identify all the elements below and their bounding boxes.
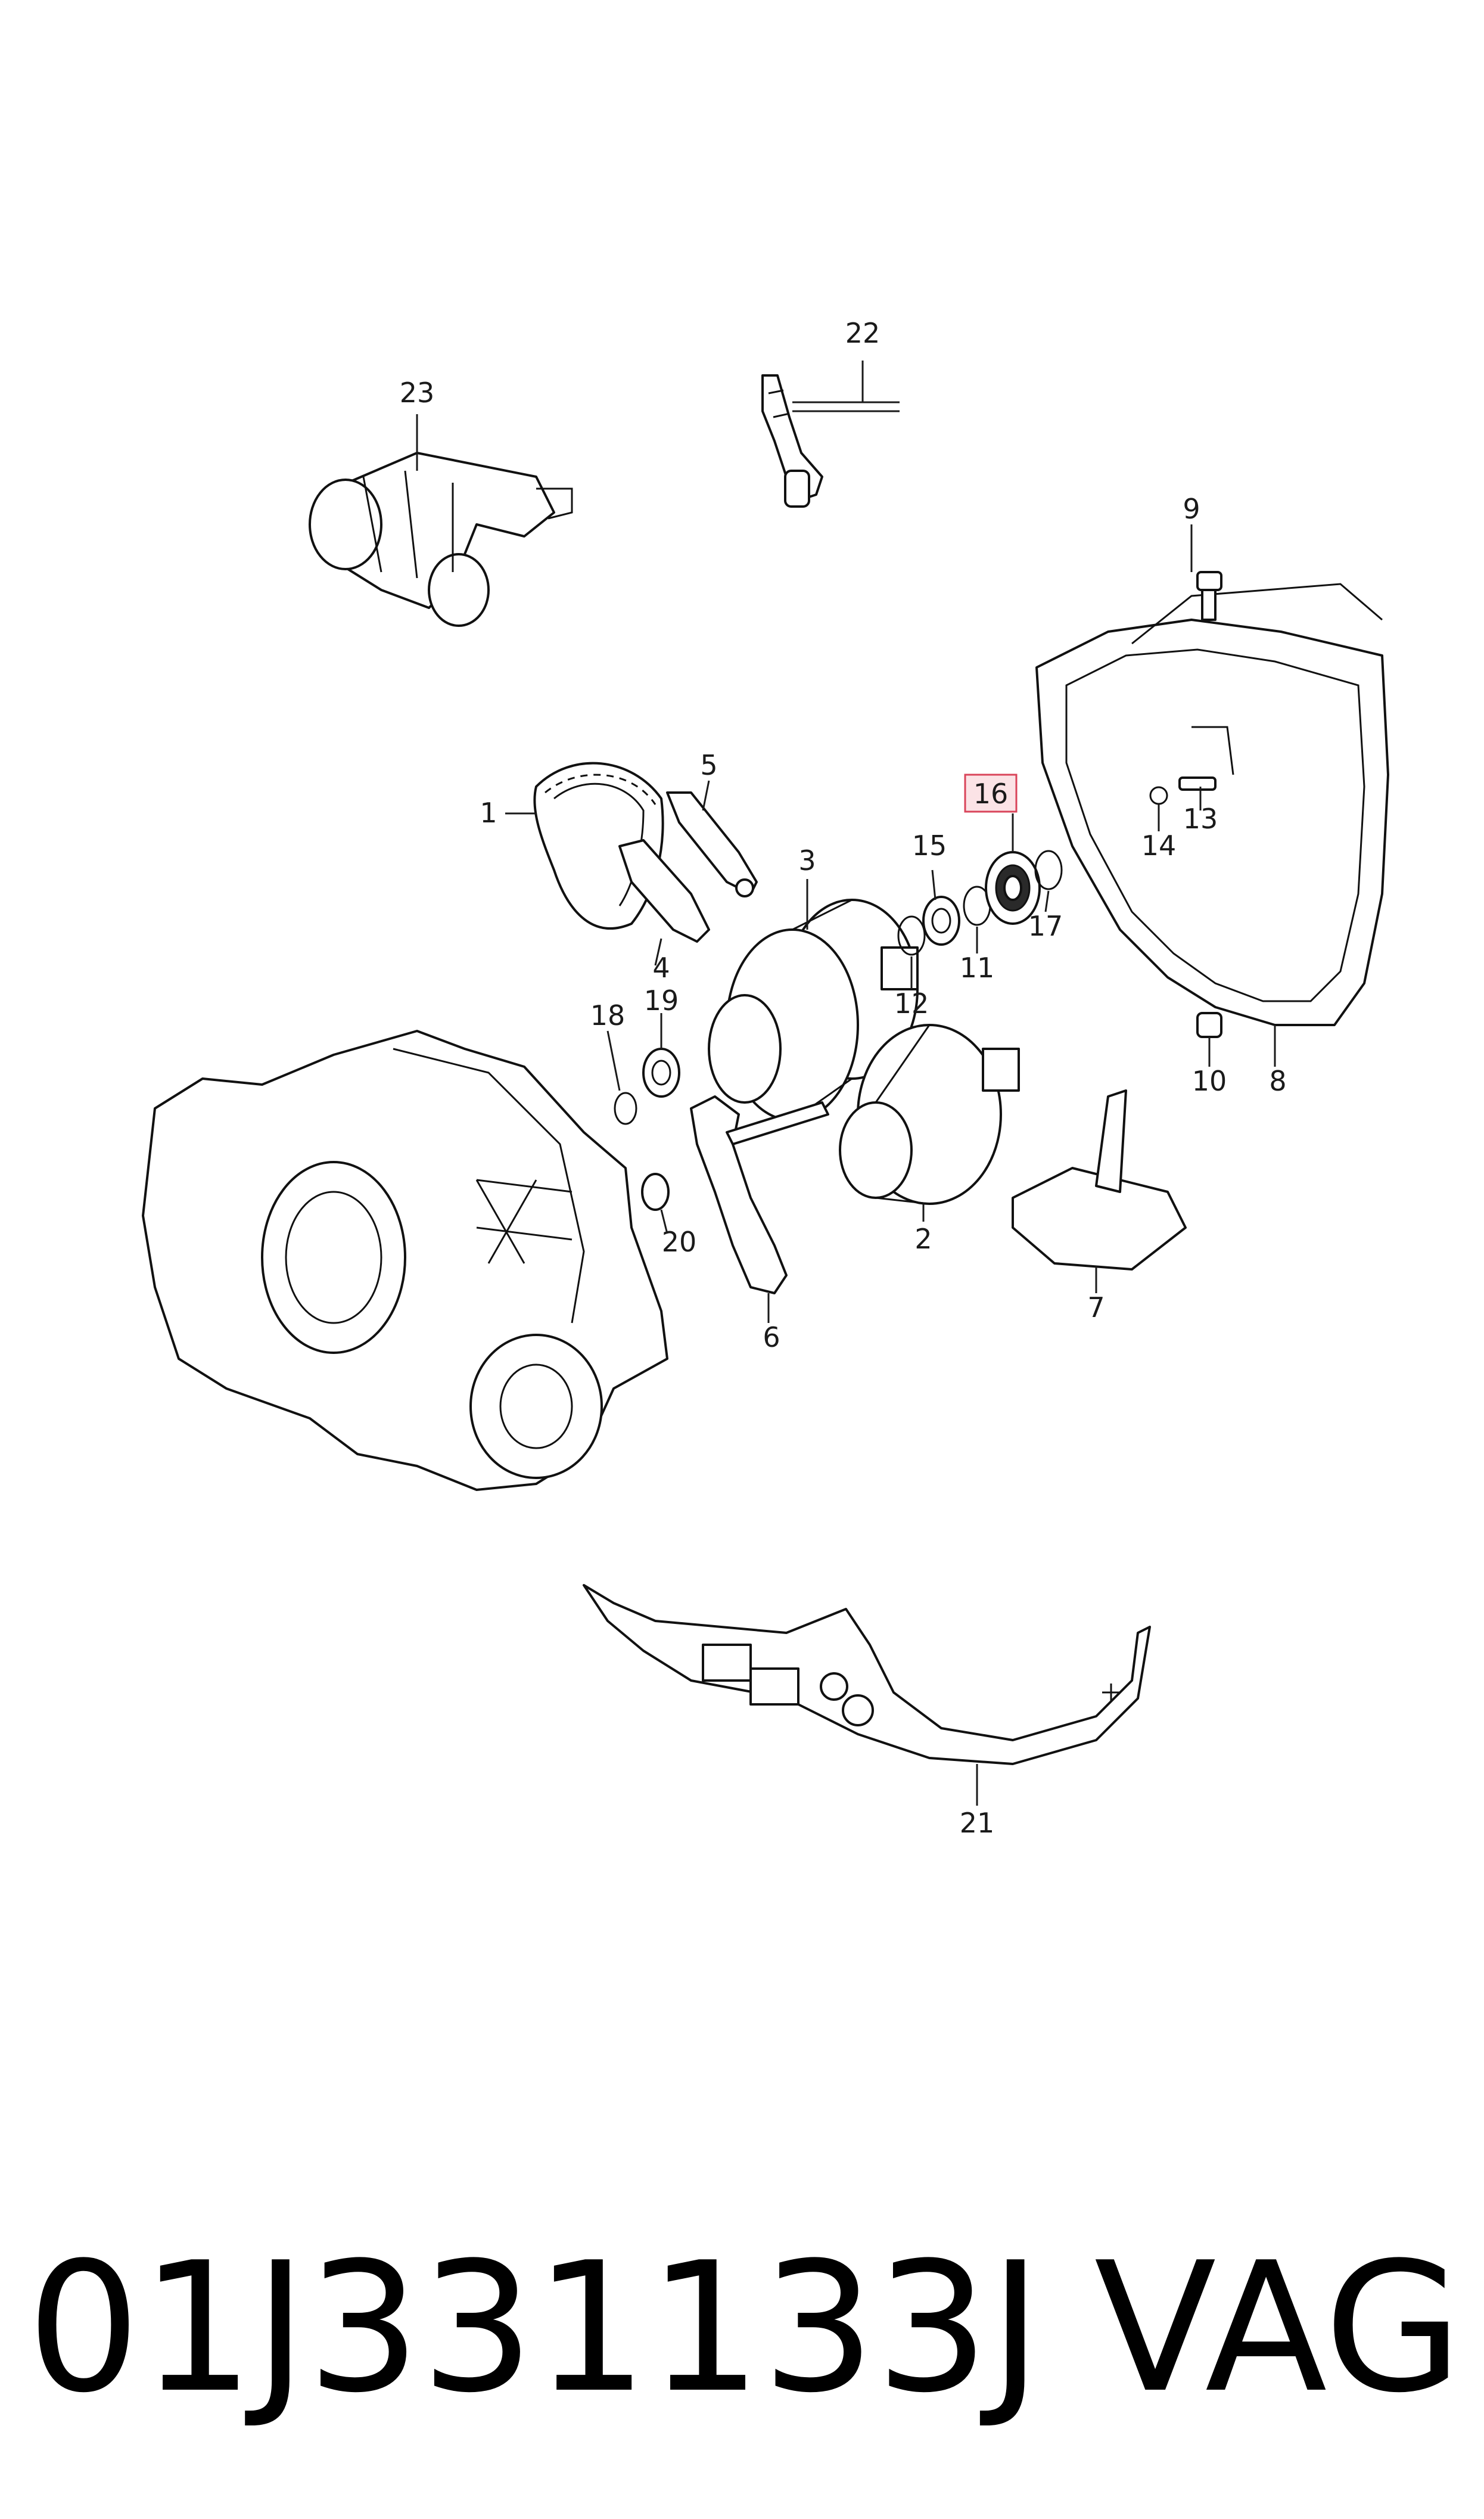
callout-15[interactable]: 15 — [912, 830, 947, 862]
part-12-ring-drawing — [897, 915, 926, 956]
part-20-seal-drawing — [641, 1173, 670, 1211]
callout-21[interactable]: 21 — [960, 1807, 995, 1839]
part-21-shield-drawing — [583, 1584, 1151, 1765]
part-10-bolt-drawing — [1196, 1012, 1222, 1038]
part-15-bearing-drawing — [922, 896, 960, 946]
part-16-bearing-drawing — [985, 851, 1041, 925]
part-9-bolt-drawing — [1196, 571, 1222, 621]
part-8-cover-drawing — [1035, 583, 1389, 1026]
callout-20[interactable]: 20 — [662, 1226, 697, 1258]
part-19-bearing-drawing — [642, 1048, 680, 1098]
footer: 01J331133J VAG — [27, 2224, 1463, 2432]
callout-19[interactable]: 19 — [644, 984, 679, 1017]
part-6-lever-drawing — [690, 1095, 829, 1294]
callout-6[interactable]: 6 — [763, 1321, 780, 1353]
part-4-guide-drawing — [618, 839, 710, 943]
callout-22[interactable]: 22 — [845, 317, 881, 349]
gearbox-housing-drawing — [142, 1030, 668, 1491]
callout-17[interactable]: 17 — [1028, 910, 1063, 942]
part-14-washer-drawing — [1149, 786, 1168, 805]
part-18-ring-drawing — [614, 1092, 637, 1125]
callout-13[interactable]: 13 — [1183, 803, 1218, 835]
callout-3[interactable]: 3 — [798, 844, 816, 877]
leader-lines — [416, 361, 1276, 1806]
callout-11[interactable]: 11 — [960, 952, 995, 984]
callout-16[interactable]: 16 — [973, 778, 1009, 810]
callout-18[interactable]: 18 — [590, 999, 626, 1032]
brand-name: VAG — [1094, 2224, 1463, 2432]
callout-5[interactable]: 5 — [700, 749, 717, 781]
callout-14[interactable]: 14 — [1141, 830, 1177, 862]
part-3-pulley-drawing — [708, 899, 919, 1122]
part-22-sensor-drawing — [761, 374, 823, 508]
callout-12[interactable]: 12 — [894, 987, 929, 1020]
part-5-tensioner-drawing — [666, 791, 758, 897]
part-number: 01J331133J — [27, 2224, 1042, 2432]
part-23-bracket-drawing — [309, 452, 573, 627]
callout-9[interactable]: 9 — [1183, 493, 1200, 525]
part-13-bolt-drawing — [1178, 776, 1217, 791]
callout-labels: 23 22 9 1 5 4 3 15 12 11 16 17 14 13 10 … — [400, 317, 1287, 1839]
callout-7[interactable]: 7 — [1087, 1291, 1105, 1324]
callout-16-highlight — [964, 774, 1018, 813]
callout-10[interactable]: 10 — [1192, 1065, 1227, 1097]
callout-4[interactable]: 4 — [652, 952, 670, 984]
part-1-chain-drawing — [533, 762, 664, 930]
part-17-ring-drawing — [1034, 850, 1063, 890]
part-2-pulley-drawing — [839, 1024, 1020, 1205]
callout-2[interactable]: 2 — [914, 1223, 932, 1255]
callout-8[interactable]: 8 — [1269, 1065, 1286, 1097]
callout-23[interactable]: 23 — [400, 377, 435, 409]
part-7-filter-drawing — [1012, 1089, 1187, 1271]
callout-1[interactable]: 1 — [480, 797, 497, 829]
